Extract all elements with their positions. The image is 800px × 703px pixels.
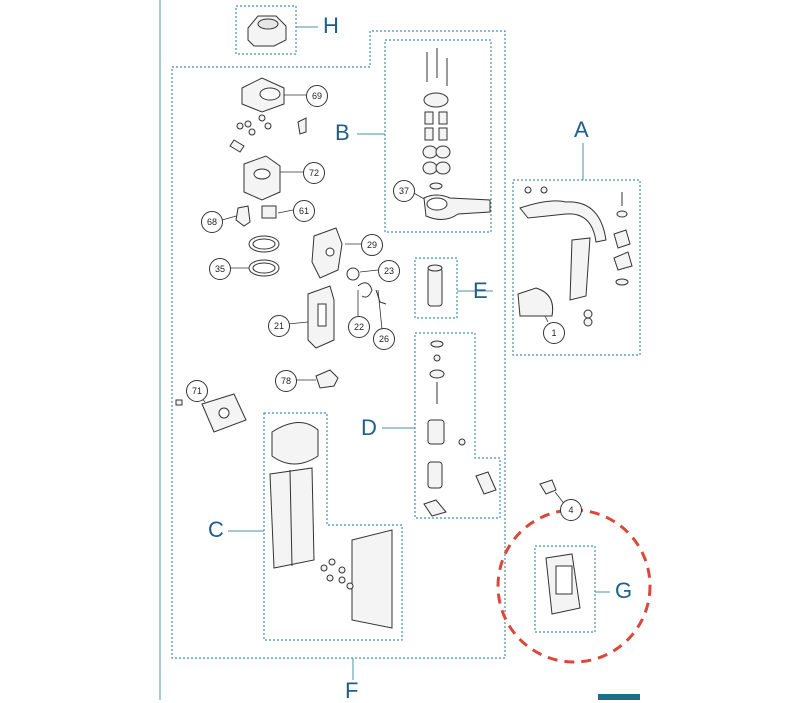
callout-21: 21 (268, 315, 290, 337)
label-c: C (208, 517, 224, 542)
label-a: A (574, 117, 589, 142)
group-c-box (263, 412, 403, 641)
callout-71: 71 (186, 380, 208, 402)
label-h: H (323, 13, 339, 38)
callout-26: 26 (373, 328, 395, 350)
callout-1: 1 (543, 322, 565, 344)
group-h-box (235, 5, 297, 55)
group-f-outline (171, 30, 506, 659)
label-e: E (473, 278, 488, 303)
page-corner-tab (598, 694, 640, 700)
callout-69: 69 (306, 85, 328, 107)
callout-22: 22 (348, 316, 370, 338)
callout-4: 4 (560, 499, 582, 521)
label-g: G (615, 578, 633, 603)
callout-61: 61 (293, 200, 315, 222)
group-a-box (512, 179, 641, 356)
group-d-box (414, 332, 501, 519)
label-b: B (335, 120, 350, 145)
group-e-box (414, 257, 458, 319)
callout-37: 37 (393, 180, 415, 202)
callout-29: 29 (361, 234, 383, 256)
callout-35: 35 (209, 258, 231, 280)
label-d: D (361, 415, 377, 440)
group-g-box (534, 545, 596, 633)
label-f: F (345, 678, 359, 703)
callout-23: 23 (378, 260, 400, 282)
callout-68: 68 (201, 211, 223, 233)
callout-72: 72 (303, 162, 325, 184)
callout-78: 78 (275, 370, 297, 392)
group-b-box (384, 39, 492, 233)
